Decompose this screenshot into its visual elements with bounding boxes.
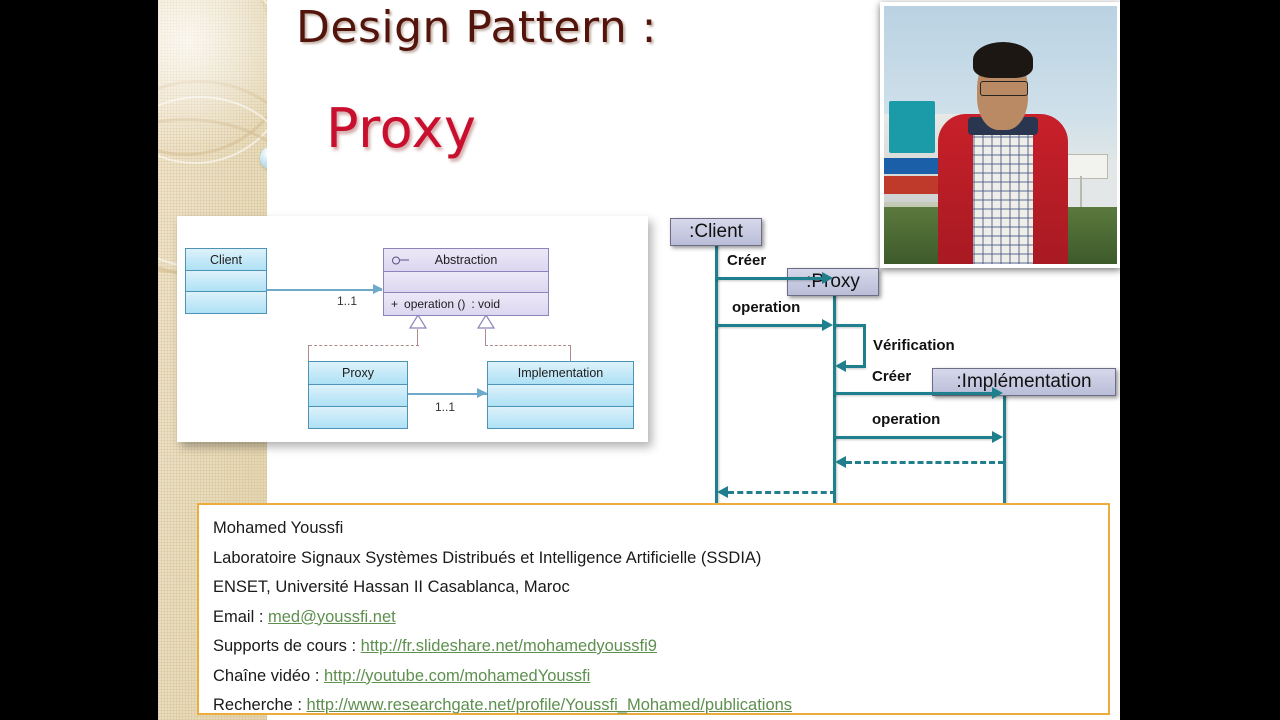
info-line-institution: ENSET, Université Hassan II Casablanca, … [213, 578, 570, 596]
selfcall-top-segment [834, 324, 866, 327]
message-arrowhead [992, 387, 1003, 399]
slide-subtitle-pattern-name: Proxy [326, 97, 477, 160]
photo-shirt [972, 129, 1034, 264]
info-line-research: Recherche : http://www.researchgate.net/… [213, 691, 1094, 720]
photo-band-red [884, 176, 945, 195]
return-arrow-proxy-client [728, 491, 836, 494]
info-label-video: Chaîne vidéo : [213, 666, 324, 685]
message-label-creer-implementation: Créer [872, 368, 912, 385]
lifeline-proxy [833, 292, 836, 506]
letterbox-bar-left [0, 0, 158, 720]
class-diagram-panel: 1..1 Client Abstraction + operation () :… [177, 216, 648, 442]
class-operations-compartment [186, 292, 266, 313]
message-arrow-operation-implementation [834, 436, 994, 439]
class-attributes-compartment [488, 385, 633, 407]
slideshare-link[interactable]: http://fr.slideshare.net/mohamedyoussfi9 [360, 637, 657, 655]
return-arrowhead [717, 486, 728, 498]
researchgate-link[interactable]: http://www.researchgate.net/profile/Yous… [306, 696, 793, 714]
message-label-verification: Vérification [873, 337, 955, 354]
lifeline-implementation [1003, 392, 1006, 506]
class-name-abstraction: Abstraction [384, 249, 548, 272]
message-arrow-creer-implementation [834, 392, 994, 395]
class-operations-compartment [309, 407, 407, 428]
return-arrow-implementation-proxy [846, 461, 1004, 464]
return-arrowhead [835, 456, 846, 468]
class-operations-compartment [488, 407, 633, 428]
class-operations-compartment: + operation () : void [384, 293, 548, 316]
info-line-laboratory: Laboratoire Signaux Systèmes Distribués … [213, 548, 762, 567]
photo-glasses-icon [979, 81, 1029, 97]
realization-drop-proxy [308, 345, 310, 361]
class-name-client: Client [186, 249, 266, 271]
realization-stem [417, 329, 419, 345]
realization-triangle-implementation [477, 315, 495, 329]
selfcall-arrowhead [835, 360, 846, 372]
realization-drop-implementation [570, 345, 572, 361]
info-label-slides: Supports de cours : [213, 637, 361, 655]
association-proxy-implementation [407, 393, 487, 395]
class-box-abstraction[interactable]: Abstraction + operation () : void [383, 248, 549, 316]
association-arrowhead [373, 284, 383, 294]
message-arrowhead [992, 431, 1003, 443]
info-line-email: Email : med@youssfi.net [213, 603, 1094, 633]
letterbox-bar-right [1120, 0, 1280, 720]
realization-dash-proxy [309, 345, 419, 346]
association-arrowhead [477, 388, 487, 398]
decor-highlight [158, 0, 267, 190]
message-label-creer-proxy: Créer [727, 252, 767, 269]
selfcall-vertical-segment [863, 324, 866, 368]
lifeline-head-implementation[interactable]: :Implémentation [932, 368, 1116, 396]
message-arrow-creer-proxy [716, 277, 824, 280]
realization-stem [485, 329, 487, 345]
message-arrow-operation-proxy [716, 324, 824, 327]
operation-signature: operation () [404, 297, 466, 311]
info-line-slides: Supports de cours : http://fr.slideshare… [213, 632, 1094, 662]
info-line-video: Chaîne vidéo : http://youtube.com/mohame… [213, 662, 1094, 692]
class-box-client[interactable]: Client [185, 248, 267, 314]
photo-sign-post [1080, 176, 1083, 208]
operation-return-type: : void [471, 297, 501, 311]
slide-canvas: Design Pattern : Proxy 1..1 [158, 0, 1120, 720]
info-line-name: Mohamed Youssfi [213, 519, 344, 537]
message-arrowhead [822, 272, 833, 284]
realization-dash-implementation [485, 345, 571, 346]
message-label-operation-proxy: operation [732, 299, 801, 316]
photo-sign-teal [888, 101, 936, 154]
lifeline-head-proxy[interactable]: :Proxy [787, 268, 879, 296]
association-client-abstraction [267, 289, 382, 291]
multiplicity-client-abstraction: 1..1 [337, 294, 358, 308]
info-label-email: Email : [213, 607, 269, 626]
decor-bubble-large [260, 146, 267, 170]
multiplicity-proxy-implementation: 1..1 [435, 400, 456, 414]
lifeline-head-client[interactable]: :Client [670, 218, 762, 246]
info-label-research: Recherche : [213, 696, 307, 714]
selfcall-bottom-segment [846, 365, 866, 368]
message-arrowhead [822, 319, 833, 331]
email-link[interactable]: med@youssfi.net [268, 607, 396, 626]
class-name-implementation: Implementation [488, 362, 633, 385]
operation-visibility: + [391, 297, 399, 311]
photo-hair [972, 42, 1034, 79]
slide-title: Design Pattern : [296, 2, 658, 53]
class-attributes-compartment [309, 385, 407, 407]
class-box-proxy[interactable]: Proxy [308, 361, 408, 429]
class-name-abstraction-label: Abstraction [434, 253, 498, 267]
class-box-implementation[interactable]: Implementation [487, 361, 634, 429]
class-name-proxy: Proxy [309, 362, 407, 385]
interface-lollipop-icon [392, 256, 410, 265]
youtube-link[interactable]: http://youtube.com/mohamedYoussfi [324, 666, 591, 685]
lifeline-client [715, 242, 718, 506]
presenter-info-box: Mohamed Youssfi Laboratoire Signaux Syst… [197, 503, 1110, 715]
class-attributes-compartment [384, 272, 548, 293]
presenter-photo [880, 2, 1120, 268]
sequence-diagram: :Client :Proxy :Implémentation Créer ope… [656, 206, 1120, 506]
class-attributes-compartment [186, 271, 266, 292]
message-label-operation-implementation: operation [872, 411, 941, 428]
realization-triangle-proxy [409, 315, 427, 329]
